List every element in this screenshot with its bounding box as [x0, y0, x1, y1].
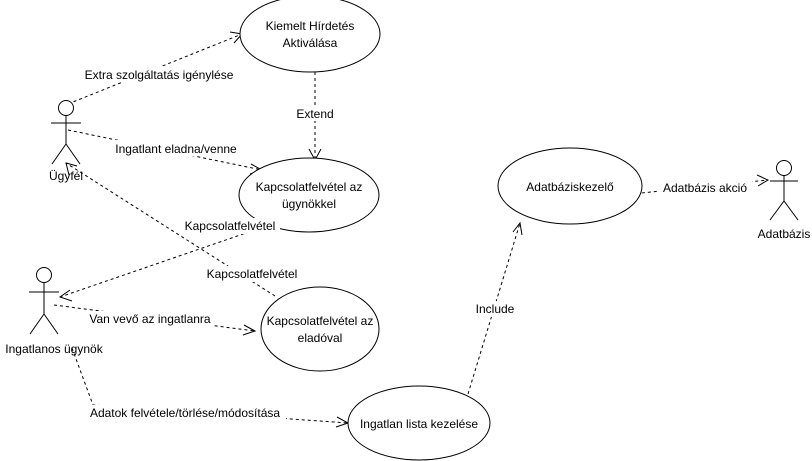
- use-case-database-manager[interactable]: Adatbáziskezelő: [497, 147, 643, 225]
- svg-text:Adatbázis akció: Adatbázis akció: [663, 181, 747, 195]
- actor-label: Ügyfél: [49, 169, 83, 183]
- actor-label: Adatbázis: [758, 227, 811, 241]
- actor-head-icon: [36, 267, 52, 283]
- relation-label-buyer-found: Van vevő az ingatlanra: [87, 311, 213, 327]
- use-case-property-list[interactable]: Ingatlan lista kezelése: [347, 385, 491, 461]
- relation-include: [467, 221, 523, 395]
- actor-real-estate-agent[interactable]: Ingatlanos ügynök: [5, 267, 104, 357]
- svg-text:Van vevő az ingatlanra: Van vevő az ingatlanra: [89, 312, 211, 326]
- svg-text:Adatok felvétele/törlése/módos: Adatok felvétele/törlése/módosítása: [90, 406, 280, 420]
- svg-text:Extra szolgáltatás igénylése: Extra szolgáltatás igénylése: [85, 68, 234, 82]
- use-case-contact-agents[interactable]: Kapcsolatfelvétel az ügynökkel: [238, 157, 380, 233]
- use-case-label: Aktiválása: [283, 36, 338, 50]
- relation-label-db-action: Adatbázis akció: [658, 180, 752, 196]
- use-case-label: Kiemelt Hírdetés: [266, 19, 355, 33]
- relation-label-contact-2: Kapcsolatfelvétel: [200, 266, 304, 282]
- relation-label-sell-buy: Ingatlant eladna/venne: [98, 140, 254, 156]
- relation-contact-from-agent-uc: [58, 221, 279, 302]
- relation-contact-to-client: [65, 162, 276, 297]
- relation-label-extra: Extra szolgáltatás igénylése: [80, 66, 238, 82]
- actor-head-icon: [58, 100, 74, 116]
- actor-database[interactable]: Adatbázis: [758, 160, 811, 242]
- relation-label-extend: Extend: [290, 105, 340, 121]
- svg-text:Kapcsolatfelvétel: Kapcsolatfelvétel: [185, 219, 276, 233]
- relation-label-include: Include: [471, 301, 519, 317]
- actor-head-icon: [776, 160, 792, 176]
- actor-client[interactable]: Ügyfél: [49, 100, 83, 184]
- svg-text:Kapcsolatfelvétel: Kapcsolatfelvétel: [207, 267, 298, 281]
- use-case-label: Kapcsolatfelvétel az: [267, 314, 374, 328]
- svg-text:Include: Include: [476, 302, 515, 316]
- use-case-highlighted-ad[interactable]: Kiemelt Hírdetés Aktiválása: [239, 0, 381, 73]
- use-case-label: eladóval: [298, 331, 343, 345]
- svg-text:Ingatlant eladna/venne: Ingatlant eladna/venne: [115, 142, 237, 156]
- relation-label-contact-1: Kapcsolatfelvétel: [180, 218, 280, 234]
- use-case-label: Kapcsolatfelvétel az: [256, 180, 363, 194]
- actor-label: Ingatlanos ügynök: [5, 342, 103, 356]
- svg-text:Extend: Extend: [296, 107, 333, 121]
- relation-buyer-found: [53, 304, 257, 336]
- relation-label-data-edit: Adatok felvétele/törlése/módosítása: [84, 405, 286, 421]
- use-case-label: ügynökkel: [282, 197, 336, 211]
- use-case-label: Ingatlan lista kezelése: [360, 417, 478, 431]
- use-case-contact-seller[interactable]: Kapcsolatfelvétel az eladóval: [260, 286, 380, 372]
- use-case-label: Adatbáziskezelő: [526, 180, 614, 194]
